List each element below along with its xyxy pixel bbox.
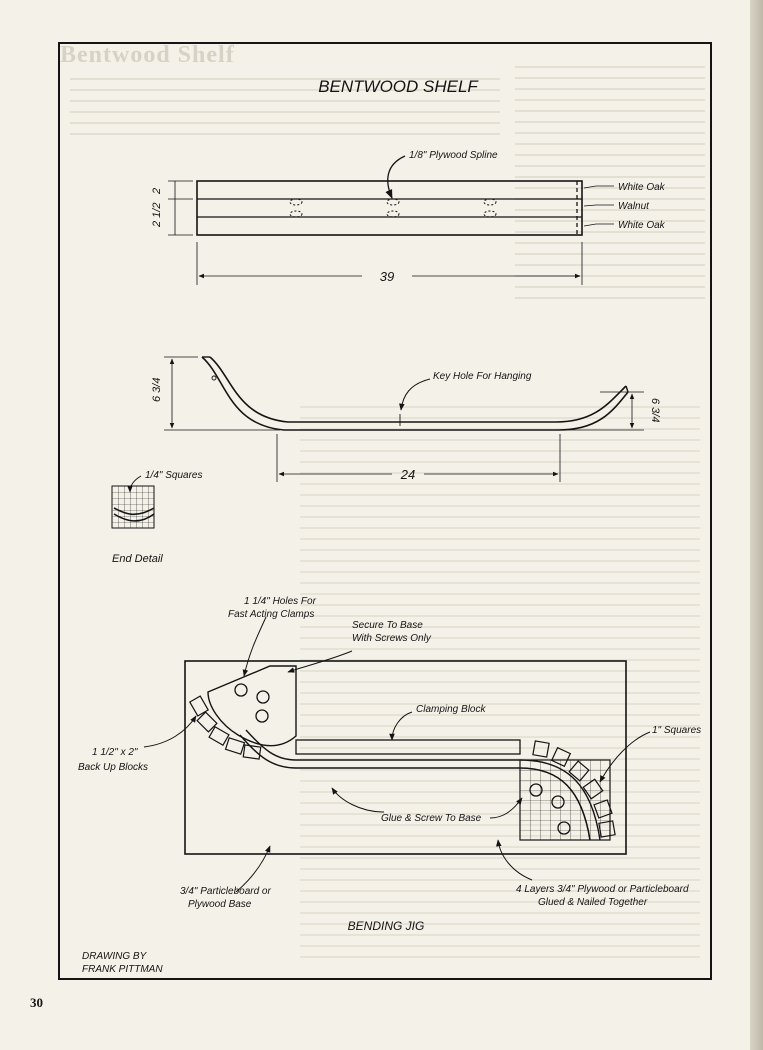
jig-title: BENDING JIG bbox=[348, 919, 425, 933]
dim-span: 24 bbox=[400, 467, 415, 482]
glue-label: Glue & Screw To Base bbox=[381, 813, 482, 824]
top-view: 1/8" Plywood Spline 2 2 1/2 39 White Oak… bbox=[151, 150, 666, 285]
end-detail-title: End Detail bbox=[112, 553, 163, 565]
show-through-text bbox=[515, 60, 705, 300]
layer-label-bottom: White Oak bbox=[618, 220, 666, 231]
grid-label: 1/4" Squares bbox=[145, 470, 202, 481]
secure-label-2: With Screws Only bbox=[352, 633, 432, 644]
holes-label-1: 1 1/4" Holes For bbox=[244, 596, 317, 607]
layer-label-middle: Walnut bbox=[618, 201, 650, 212]
secure-label-1: Secure To Base bbox=[352, 620, 423, 631]
side-view: Key Hole For Hanging 6 3/4 6 3/4 24 bbox=[151, 356, 661, 482]
clamping-block-label: Clamping Block bbox=[416, 704, 486, 715]
drawing-frame bbox=[58, 42, 712, 980]
dim-left-height: 6 3/4 bbox=[151, 378, 163, 402]
dim-length: 39 bbox=[380, 269, 394, 284]
drawing-credit: DRAWING BY FRANK PITTMAN bbox=[82, 950, 163, 976]
credit-line-2: FRANK PITTMAN bbox=[82, 964, 163, 975]
layers-label-2: Glued & Nailed Together bbox=[538, 897, 648, 908]
squares-label: 1" Squares bbox=[652, 725, 701, 736]
layers-label-1: 4 Layers 3/4" Plywood or Particleboard bbox=[516, 884, 689, 895]
credit-line-1: DRAWING BY bbox=[82, 951, 147, 962]
show-through-text bbox=[300, 400, 700, 960]
show-through-text bbox=[70, 72, 500, 142]
drawing-title: BENTWOOD SHELF bbox=[318, 77, 479, 96]
show-through-title: Bentwood Shelf bbox=[60, 42, 235, 68]
dim-width-2: 2 1/2 bbox=[151, 203, 163, 228]
bending-jig: 1 1/4" Holes For Fast Acting Clamps Secu… bbox=[78, 596, 701, 933]
keyhole-label: Key Hole For Hanging bbox=[433, 371, 532, 382]
base-label-1: 3/4" Particleboard or bbox=[180, 886, 271, 897]
dim-right-height: 6 3/4 bbox=[649, 398, 661, 422]
spline-label: 1/8" Plywood Spline bbox=[409, 150, 498, 161]
layer-label-top: White Oak bbox=[618, 182, 666, 193]
holes-label-2: Fast Acting Clamps bbox=[228, 609, 314, 620]
backup-label-1: 1 1/2" x 2" bbox=[92, 747, 138, 758]
page-edge-shadow bbox=[750, 0, 763, 1050]
dim-width-1: 2 bbox=[151, 188, 163, 195]
backup-label-2: Back Up Blocks bbox=[78, 762, 148, 773]
page-number: 30 bbox=[30, 995, 43, 1010]
end-detail: 1/4" Squares End Detail bbox=[111, 470, 202, 565]
base-label-2: Plywood Base bbox=[188, 899, 252, 910]
